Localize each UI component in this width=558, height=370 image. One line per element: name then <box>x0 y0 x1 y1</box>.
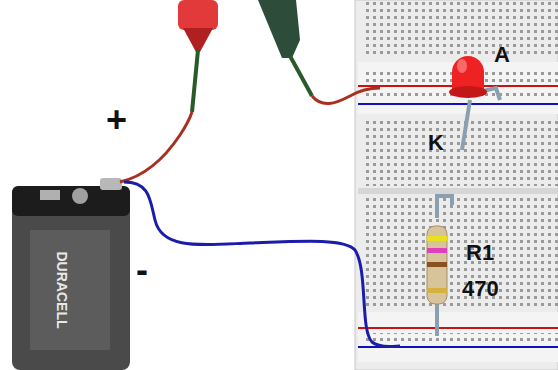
minus-sign: - <box>136 252 148 288</box>
resistor <box>427 196 452 336</box>
red-wire <box>120 112 192 182</box>
breadboard <box>355 0 558 370</box>
black-probe <box>258 0 312 96</box>
cathode-label: K <box>428 132 444 154</box>
red-wire <box>312 88 380 104</box>
component-name: R1 <box>466 242 494 264</box>
brand-text: DURACELL <box>55 252 69 329</box>
led <box>449 56 500 150</box>
plus-sign: + <box>106 102 127 138</box>
anode-label: A <box>494 44 510 66</box>
red-probe <box>178 0 218 112</box>
resistance-value: 470 <box>462 278 499 300</box>
battery <box>12 178 130 370</box>
blue-wire <box>124 182 400 347</box>
